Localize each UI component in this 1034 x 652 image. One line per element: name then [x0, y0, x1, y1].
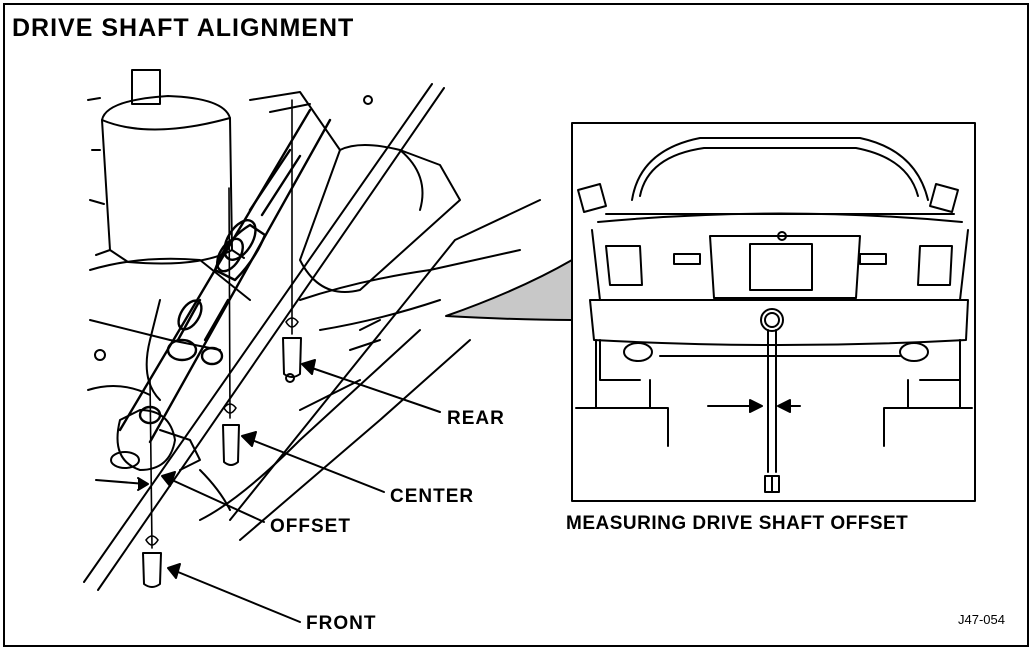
figure-frame: [3, 3, 1029, 647]
figure-id: J47-054: [958, 612, 1005, 627]
exhaust-pipe: [249, 91, 461, 293]
callout-wedge: [445, 259, 573, 321]
inset-caption: MEASURING DRIVE SHAFT OFFSET: [566, 513, 909, 534]
page-title: DRIVE SHAFT ALIGNMENT: [12, 14, 355, 42]
label-rear: REAR: [447, 408, 505, 429]
plumb-bobs: [142, 337, 302, 588]
label-leaders: [161, 359, 441, 623]
label-center: CENTER: [390, 486, 475, 507]
muffler: [95, 69, 245, 265]
plumb-lines: [145, 99, 299, 549]
underbody-drawing: [83, 69, 541, 591]
inset-rear-view: [571, 122, 976, 502]
label-offset: OFFSET: [270, 516, 351, 537]
label-front: FRONT: [306, 613, 377, 634]
